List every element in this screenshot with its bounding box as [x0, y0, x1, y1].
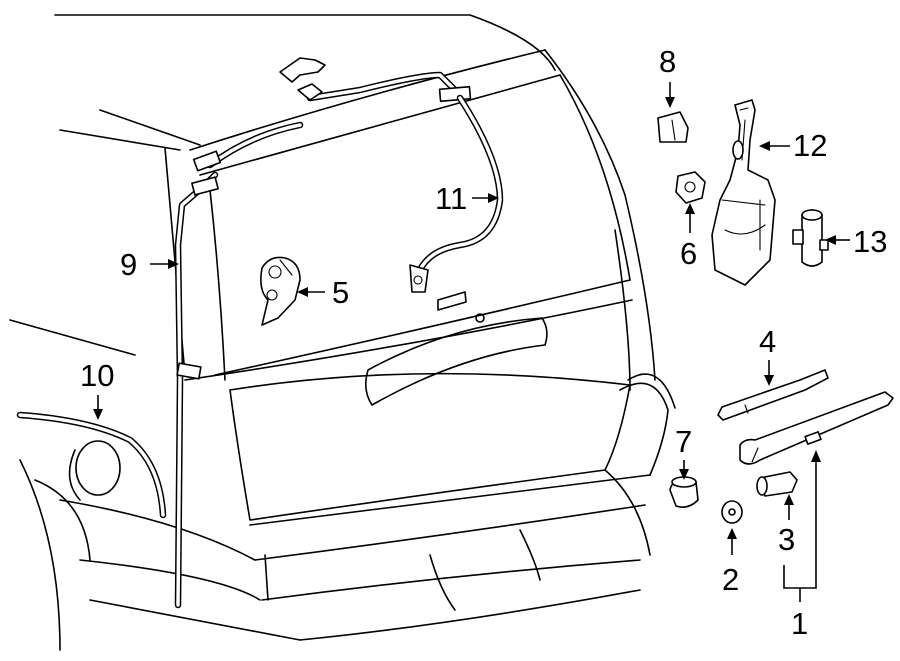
part-12-washer-reservoir: [711, 99, 776, 286]
callout-11: 11: [435, 181, 467, 216]
part-4-wiper-blade: [717, 369, 829, 421]
part-2-washer: [721, 500, 743, 524]
washer-hose-10: [16, 411, 167, 519]
washer-hose-upper: [192, 57, 472, 172]
callout-13: 13: [853, 224, 887, 259]
part-6-nut: [675, 171, 706, 204]
part-3-cap: [756, 471, 798, 497]
callout-8: 8: [659, 44, 676, 79]
callout-10: 10: [80, 358, 114, 393]
callout-3: 3: [778, 522, 795, 557]
callout-12: 12: [793, 128, 827, 163]
callout-1: 1: [791, 606, 808, 641]
part-13-washer-pump: [792, 209, 829, 267]
part-1-wiper-arm: [739, 391, 894, 465]
callout-6: 6: [680, 236, 697, 271]
callout-2: 2: [722, 562, 739, 597]
callout-9: 9: [120, 247, 137, 282]
part-5-bracket: [260, 256, 301, 326]
callout-7: 7: [675, 424, 692, 459]
callout-labels: 8 12 6 13 4 7 3 2 1 5 9 10 11: [80, 44, 887, 641]
washer-hose-11: [409, 94, 504, 293]
callout-leaders: [93, 82, 850, 602]
part-7-grommet: [669, 476, 699, 508]
vehicle-rear-body: [9, 14, 676, 651]
part-8-grommet: [657, 111, 689, 143]
callout-4: 4: [759, 324, 776, 359]
callout-5: 5: [332, 275, 349, 310]
washer-hose-9: [174, 171, 219, 609]
